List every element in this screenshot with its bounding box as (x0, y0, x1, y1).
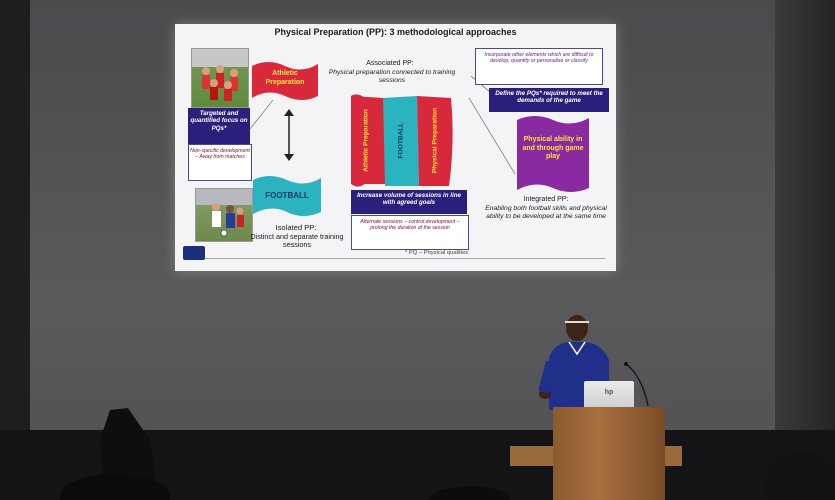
increase-volume-box: Increase volume of sessions in line with… (351, 190, 467, 214)
band-physical-label: Physical Preparation (431, 107, 439, 174)
laptop: hp (584, 381, 634, 408)
targeted-focus-box: Targeted and quantified focus on PQs* (188, 108, 250, 144)
athletic-flag-label: Athletic Preparation (265, 70, 305, 86)
hp-logo-icon: hp (604, 389, 614, 396)
alternate-sessions-box: Alternate sessions – control development… (351, 215, 469, 250)
federation-logo (183, 246, 205, 260)
band-athletic-label: Athletic Preparation (362, 109, 370, 172)
football-flag-label: FOOTBALL (265, 191, 309, 200)
isolated-pp-desc: Distinct and separate training sessions (250, 232, 344, 250)
audience-silhouettes (60, 408, 835, 500)
integrated-pp-title: Integrated PP: (523, 196, 569, 203)
isolated-pp-title: Isolated PP: (275, 223, 317, 232)
footnote: * PQ – Physical qualities (405, 250, 469, 256)
podium (553, 407, 665, 500)
physical-ability-label: Physical ability in and through game pla… (522, 136, 584, 160)
training-photo-top (191, 48, 249, 108)
slide-title: Physical Preparation (PP): 3 methodologi… (274, 27, 517, 37)
training-photo-bottom (195, 188, 253, 242)
band-football-label: FOOTBALL (397, 122, 405, 159)
associated-bands-shape (351, 94, 453, 187)
microphone-icon (624, 362, 649, 407)
footer-rule (205, 258, 605, 259)
players-duel-image (196, 189, 252, 237)
non-specific-box: Non-specific development – Away from mat… (188, 144, 252, 181)
double-arrow-icon (284, 109, 294, 161)
associated-pp-title: Associated PP: (366, 60, 414, 67)
projected-slide: Physical Preparation (PP): 3 methodologi… (175, 24, 616, 271)
players-running-image (192, 49, 248, 101)
right-wall (775, 0, 835, 500)
physical-ability-flag-shape (517, 116, 589, 192)
associated-pp-desc: Physical preparation connected to traini… (328, 69, 456, 84)
define-pqs-box: Define the PQs* required to meet the dem… (489, 88, 609, 112)
integrated-pp-desc: Enabling both football skills and physic… (485, 205, 607, 220)
incorporate-elements-box: Incorporate other elements which are dif… (475, 48, 603, 85)
left-wall (0, 0, 30, 500)
athletic-flag-shape (252, 62, 318, 100)
football-flag-shape (253, 176, 321, 216)
